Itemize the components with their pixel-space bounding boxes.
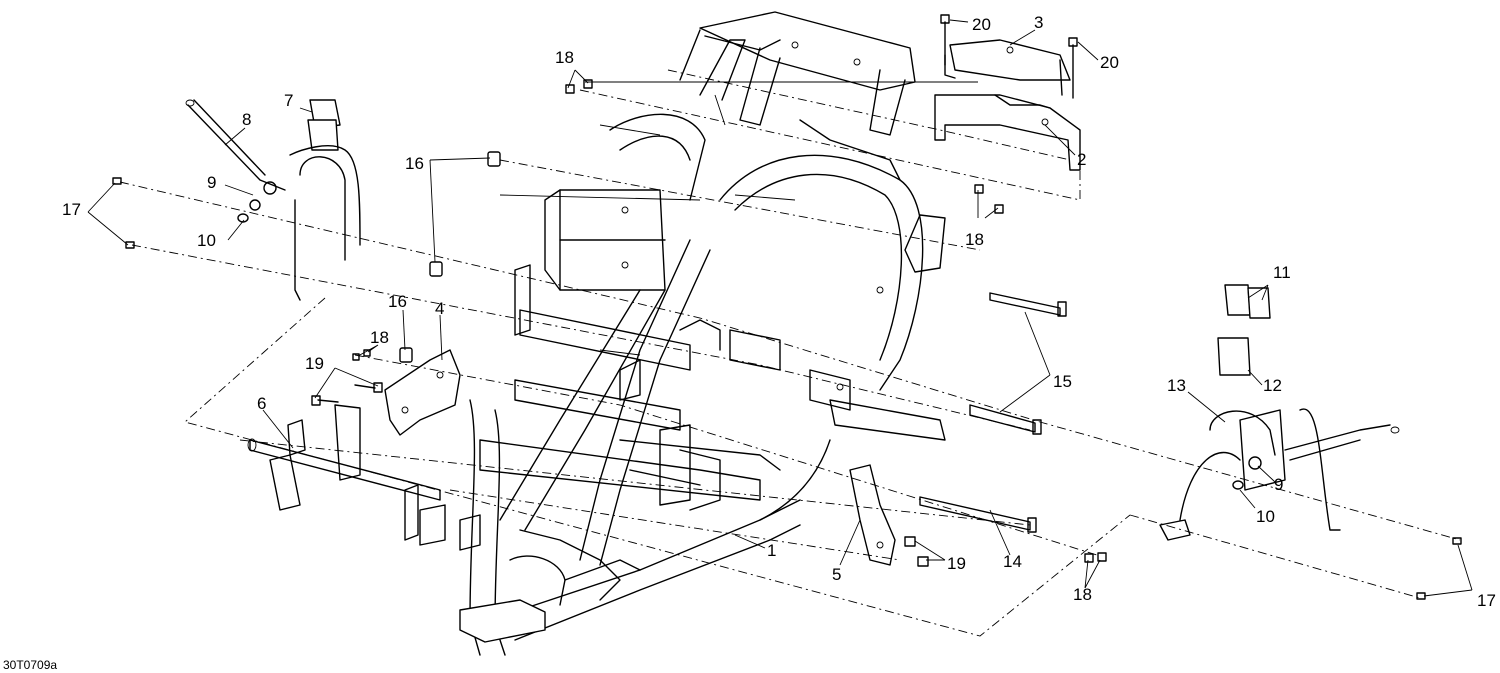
callout-10a: 10 bbox=[197, 231, 216, 250]
callout-9a: 9 bbox=[207, 173, 216, 192]
callout-18a: 18 bbox=[555, 48, 574, 67]
callout-13: 13 bbox=[1167, 376, 1186, 395]
callout-11: 11 bbox=[1273, 263, 1291, 282]
callout-19b: 19 bbox=[947, 554, 966, 573]
callout-15: 15 bbox=[1053, 372, 1072, 391]
main-frame bbox=[404, 11, 946, 656]
callout-6: 6 bbox=[257, 394, 266, 413]
callout-2: 2 bbox=[1077, 150, 1086, 169]
upper-bracket-2 bbox=[934, 94, 1081, 171]
drawing-reference-code: 30T0709a bbox=[3, 658, 57, 672]
callout-3: 3 bbox=[1034, 13, 1043, 32]
callout-20a: 20 bbox=[972, 15, 991, 34]
callout-8: 8 bbox=[242, 110, 251, 129]
upper-bracket-3 bbox=[944, 39, 1071, 96]
callout-16b: 16 bbox=[388, 292, 407, 311]
callout-5: 5 bbox=[832, 565, 841, 584]
callout-1: 1 bbox=[767, 541, 776, 560]
callout-9b: 9 bbox=[1274, 475, 1283, 494]
callout-18d: 18 bbox=[1073, 585, 1092, 604]
callout-7: 7 bbox=[284, 91, 293, 110]
callout-18b: 18 bbox=[965, 230, 984, 249]
callout-17a: 17 bbox=[62, 200, 81, 219]
right-relay-harness bbox=[1159, 284, 1462, 600]
callout-20b: 20 bbox=[1100, 53, 1119, 72]
bracket-4 bbox=[384, 349, 461, 436]
leader-lines bbox=[87, 19, 1473, 597]
fasteners bbox=[311, 14, 1107, 567]
assembly-dash-lines bbox=[119, 69, 1461, 637]
callout-17b: 17 bbox=[1477, 591, 1496, 610]
bracket-5 bbox=[849, 464, 896, 566]
callout-4: 4 bbox=[435, 299, 444, 318]
callout-18c: 18 bbox=[370, 328, 389, 347]
callout-14: 14 bbox=[1003, 552, 1022, 571]
left-relay-harness bbox=[112, 99, 361, 301]
callout-10b: 10 bbox=[1256, 507, 1275, 526]
bolts-14-15 bbox=[919, 292, 1067, 533]
callout-12: 12 bbox=[1263, 376, 1282, 395]
callout-19a: 19 bbox=[305, 354, 324, 373]
bracket-6 bbox=[247, 404, 441, 511]
callout-16a: 16 bbox=[405, 154, 424, 173]
callout-labels: 1 2 3 4 5 6 7 8 9 9 10 10 11 12 13 14 15… bbox=[62, 13, 1496, 610]
